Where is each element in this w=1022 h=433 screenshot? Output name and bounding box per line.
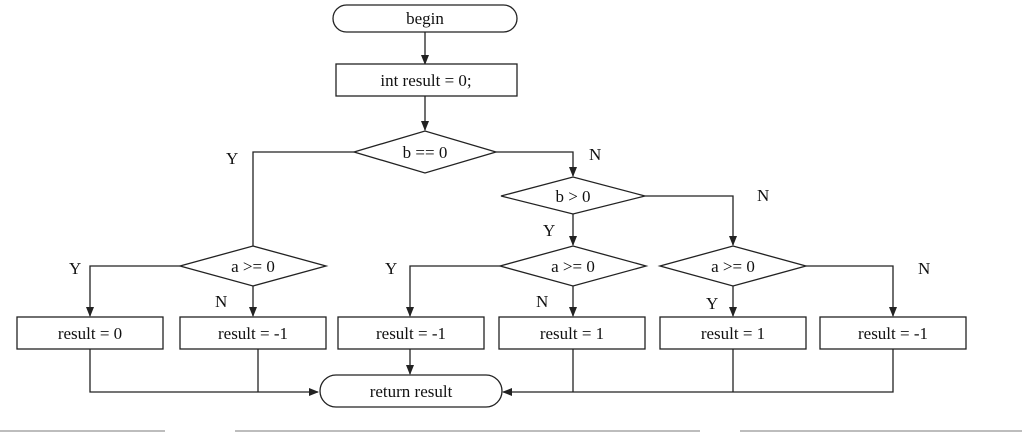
- decision-a-ge-0-mid: a >= 0: [497, 245, 649, 287]
- result-node-1: result = 0: [16, 316, 164, 350]
- edges: [86, 32, 897, 396]
- result-3-label: result = -1: [376, 324, 446, 343]
- result-1-label: result = 0: [58, 324, 122, 343]
- edge-a-right-no: [806, 265, 897, 317]
- label-a-mid-no: N: [536, 292, 548, 311]
- result-node-3: result = -1: [337, 316, 485, 350]
- return-label: return result: [370, 382, 453, 401]
- decision-b-eq-0: b == 0: [351, 130, 499, 174]
- result-node-5: result = 1: [659, 316, 807, 350]
- decision-a-ge-0-right: a >= 0: [657, 245, 809, 287]
- result-node-6: result = -1: [819, 316, 967, 350]
- begin-label: begin: [406, 9, 444, 28]
- label-b-eq-0-no: N: [589, 145, 601, 164]
- begin-node: begin: [332, 4, 518, 33]
- decision-a-left-label: a >= 0: [231, 257, 275, 276]
- return-node: return result: [319, 374, 503, 408]
- init-label: int result = 0;: [380, 71, 471, 90]
- decision-a-ge-0-left: a >= 0: [177, 245, 329, 287]
- label-a-left-yes: Y: [69, 259, 81, 278]
- decision-a-right-label: a >= 0: [711, 257, 755, 276]
- edge-b-gt-0-no: [645, 195, 737, 246]
- result-node-2: result = -1: [179, 316, 327, 350]
- result-5-label: result = 1: [701, 324, 765, 343]
- decision-a-mid-label: a >= 0: [551, 257, 595, 276]
- edge-b-eq-0-no: [496, 151, 577, 177]
- edge-labels: Y N Y N Y N Y N Y N: [69, 145, 930, 313]
- label-a-left-no: N: [215, 292, 227, 311]
- edge-result-6-return: [502, 349, 894, 396]
- result-6-label: result = -1: [858, 324, 928, 343]
- decision-b-gt-0-label: b > 0: [555, 187, 590, 206]
- decision-b-eq-0-label: b == 0: [403, 143, 448, 162]
- decision-b-gt-0: b > 0: [500, 176, 646, 215]
- edge-a-left-yes: [86, 265, 180, 317]
- edge-result-1-return: [89, 349, 319, 396]
- label-b-gt-0-no: N: [757, 186, 769, 205]
- edge-a-mid-yes: [406, 265, 500, 317]
- label-b-gt-0-yes: Y: [543, 221, 555, 240]
- init-node: int result = 0;: [335, 63, 518, 97]
- result-4-label: result = 1: [540, 324, 604, 343]
- label-a-right-yes: Y: [706, 294, 718, 313]
- edge-b-eq-0-yes: [249, 151, 354, 259]
- label-b-eq-0-yes: Y: [226, 149, 238, 168]
- result-2-label: result = -1: [218, 324, 288, 343]
- label-a-right-no: N: [918, 259, 930, 278]
- result-node-4: result = 1: [498, 316, 646, 350]
- label-a-mid-yes: Y: [385, 259, 397, 278]
